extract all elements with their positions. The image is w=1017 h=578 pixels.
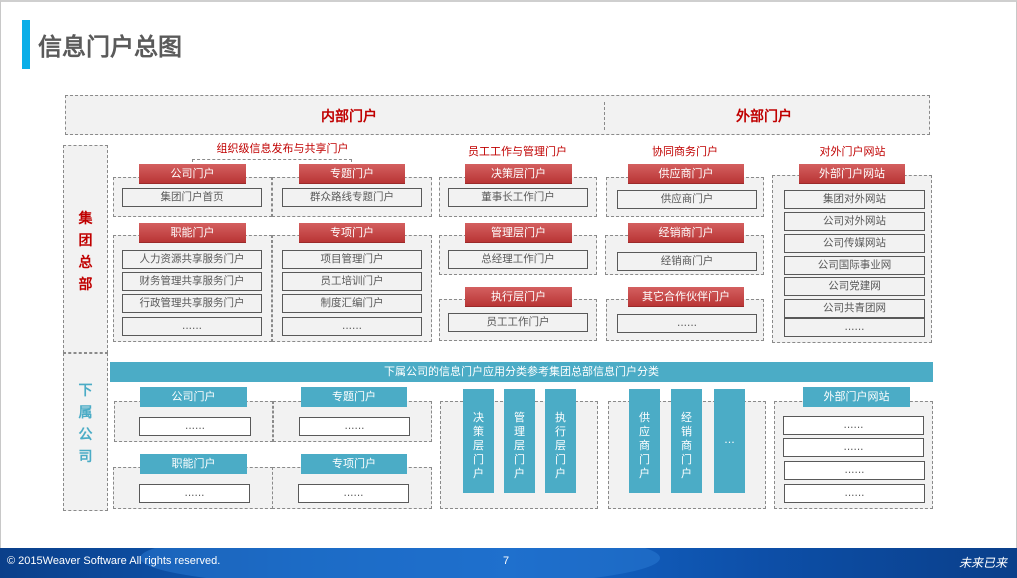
slide-footer: © 2015Weaver Software All rights reserve… bbox=[0, 548, 1017, 578]
sub-partner-supplier[interactable]: 供应商门户 bbox=[629, 389, 660, 493]
footer-swoosh-decoration bbox=[140, 548, 660, 578]
sub-function-tag[interactable]: 职能门户 bbox=[140, 454, 247, 474]
hq-project-item[interactable]: 项目管理门户 bbox=[282, 250, 422, 269]
category-external-site: 对外门户网站 bbox=[819, 145, 886, 158]
hq-company-tag[interactable]: 公司门户 bbox=[139, 164, 246, 184]
hq-decision-tag[interactable]: 决策层门户 bbox=[465, 164, 572, 184]
hq-project-item[interactable]: ...... bbox=[282, 317, 422, 336]
hq-function-item[interactable]: 人力资源共享服务门户 bbox=[122, 250, 262, 269]
hq-external-item[interactable]: ...... bbox=[784, 318, 925, 337]
hq-function-item[interactable]: 财务管理共享服务门户 bbox=[122, 272, 262, 291]
sub-company-item[interactable]: ...... bbox=[139, 417, 251, 436]
sub-external-item[interactable]: ...... bbox=[783, 438, 924, 457]
hq-supplier-item[interactable]: 供应商门户 bbox=[617, 190, 757, 209]
hq-external-tag[interactable]: 外部门户网站 bbox=[799, 164, 905, 184]
sub-side-panel: 下属公司 bbox=[63, 353, 108, 511]
hq-partner-item[interactable]: ...... bbox=[617, 314, 757, 333]
hq-management-tag[interactable]: 管理层门户 bbox=[465, 223, 572, 243]
page-number: 7 bbox=[503, 555, 510, 567]
hq-topic-tag[interactable]: 专题门户 bbox=[299, 164, 405, 184]
sub-partner-dealer[interactable]: 经销商门户 bbox=[671, 389, 702, 493]
org-info-connector bbox=[192, 159, 352, 167]
sub-external-item[interactable]: ...... bbox=[784, 484, 925, 503]
hq-external-item[interactable]: 集团对外网站 bbox=[784, 190, 925, 209]
hq-partner-tag[interactable]: 其它合作伙伴门户 bbox=[628, 287, 744, 307]
sub-partner-more[interactable]: ... bbox=[714, 389, 745, 493]
sub-project-tag[interactable]: 专项门户 bbox=[301, 454, 407, 474]
hq-topic-item[interactable]: 群众路线专题门户 bbox=[282, 188, 422, 207]
category-collab: 协同商务门户 bbox=[652, 145, 718, 158]
hq-label: 集团总部 bbox=[78, 211, 93, 293]
subsidiary-banner: 下属公司的信息门户应用分类参考集团总部信息门户分类 bbox=[110, 362, 933, 382]
internal-portal-label: 内部门户 bbox=[321, 109, 377, 125]
sub-external-item[interactable]: ...... bbox=[783, 416, 924, 435]
hq-company-item[interactable]: 集团门户首页 bbox=[122, 188, 262, 207]
hq-function-item[interactable]: ...... bbox=[122, 317, 262, 336]
hq-external-item[interactable]: 公司对外网站 bbox=[784, 212, 925, 231]
category-org-info: 组织级信息发布与共享门户 bbox=[216, 142, 349, 155]
category-staff-mgmt: 员工工作与管理门户 bbox=[468, 145, 567, 158]
sub-external-item[interactable]: ...... bbox=[784, 461, 925, 480]
sub-topic-tag[interactable]: 专题门户 bbox=[301, 387, 407, 407]
hq-decision-item[interactable]: 董事长工作门户 bbox=[448, 188, 588, 207]
brand-logo: 未来已来 bbox=[958, 556, 1007, 570]
hq-external-item[interactable]: 公司国际事业网 bbox=[784, 256, 925, 275]
external-portal-label: 外部门户 bbox=[736, 109, 792, 125]
hq-management-item[interactable]: 总经理工作门户 bbox=[448, 250, 588, 269]
sub-level-execution[interactable]: 执行层门户 bbox=[545, 389, 576, 493]
sub-level-decision[interactable]: 决策层门户 bbox=[463, 389, 494, 493]
hq-external-item[interactable]: 公司传媒网站 bbox=[784, 234, 925, 253]
sub-external-tag[interactable]: 外部门户网站 bbox=[803, 387, 910, 407]
page-title: 信息门户总图 bbox=[38, 33, 182, 61]
portal-type-header: 内部门户 外部门户 bbox=[65, 95, 930, 135]
hq-external-item[interactable]: 公司共青团网 bbox=[784, 299, 925, 318]
title-accent-bar bbox=[22, 20, 30, 69]
hq-execution-item[interactable]: 员工工作门户 bbox=[448, 313, 588, 332]
sub-label: 下属公司 bbox=[78, 383, 93, 465]
sub-function-item[interactable]: ...... bbox=[139, 484, 250, 503]
hq-side-panel: 集团总部 bbox=[63, 145, 108, 353]
hq-dealer-tag[interactable]: 经销商门户 bbox=[628, 223, 744, 243]
header-divider bbox=[604, 102, 605, 130]
sub-level-management[interactable]: 管理层门户 bbox=[504, 389, 535, 493]
sub-project-item[interactable]: ...... bbox=[298, 484, 409, 503]
hq-execution-tag[interactable]: 执行层门户 bbox=[465, 287, 572, 307]
hq-dealer-item[interactable]: 经销商门户 bbox=[617, 252, 757, 271]
copyright-text: © 2015Weaver Software All rights reserve… bbox=[7, 555, 221, 567]
hq-project-item[interactable]: 员工培训门户 bbox=[282, 272, 422, 291]
sub-company-tag[interactable]: 公司门户 bbox=[140, 387, 247, 407]
hq-function-item[interactable]: 行政管理共享服务门户 bbox=[122, 294, 262, 313]
sub-topic-item[interactable]: ...... bbox=[299, 417, 410, 436]
hq-project-tag[interactable]: 专项门户 bbox=[299, 223, 405, 243]
hq-external-item[interactable]: 公司党建网 bbox=[784, 277, 925, 296]
hq-supplier-tag[interactable]: 供应商门户 bbox=[628, 164, 744, 184]
hq-function-tag[interactable]: 职能门户 bbox=[139, 223, 246, 243]
hq-project-item[interactable]: 制度汇编门户 bbox=[282, 294, 422, 313]
